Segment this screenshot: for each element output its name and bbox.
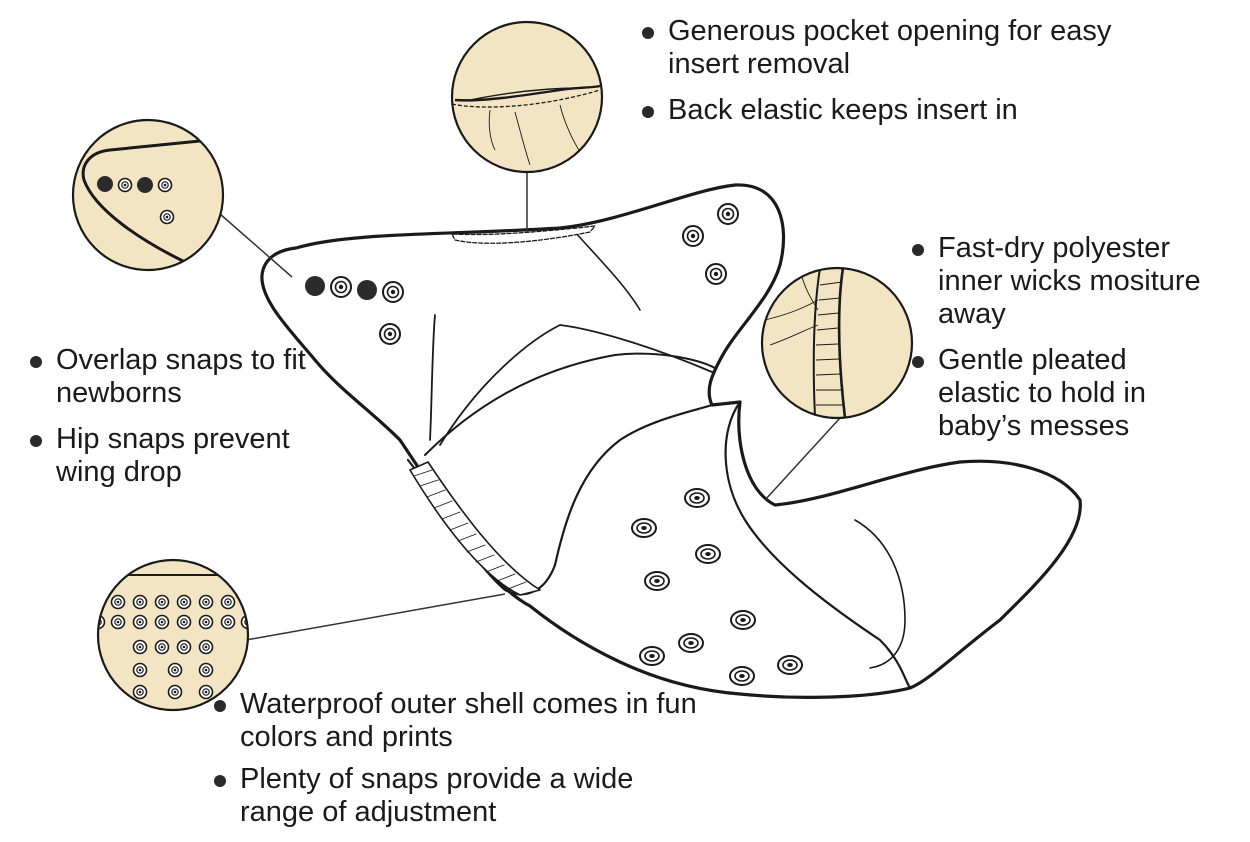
callout-overlap-snaps: Overlap snaps to fit newborns — [30, 344, 330, 410]
callout-snaps: Overlap snaps to fit newborns Hip snaps … — [30, 344, 330, 502]
callout-inner: Fast-dry polyester inner wicks mositure … — [912, 232, 1212, 456]
callout-hip-snaps: Hip snaps prevent wing drop — [30, 423, 330, 489]
callout-outer: Waterproof outer shell comes in fun colo… — [214, 688, 714, 842]
callout-pocket: Generous pocket opening for easy insert … — [642, 15, 1112, 140]
zoom-overlap-snaps — [71, 118, 225, 272]
callout-waterproof-shell: Waterproof outer shell comes in fun colo… — [214, 688, 714, 754]
callout-plenty-snaps: Plenty of snaps provide a wide range of … — [214, 763, 714, 829]
callout-pocket-opening: Generous pocket opening for easy insert … — [642, 15, 1112, 81]
callout-back-elastic: Back elastic keeps insert in — [642, 94, 1112, 127]
body-snaps — [305, 203, 803, 686]
callout-pleated-elastic: Gentle pleated elastic to hold in baby’s… — [912, 344, 1212, 443]
diaper-outline — [260, 183, 1082, 699]
callout-fast-dry-inner: Fast-dry polyester inner wicks mositure … — [912, 232, 1212, 331]
zoom-pocket — [450, 20, 604, 174]
zoom-inner-elastic — [760, 266, 914, 420]
leader-lines — [219, 172, 841, 641]
